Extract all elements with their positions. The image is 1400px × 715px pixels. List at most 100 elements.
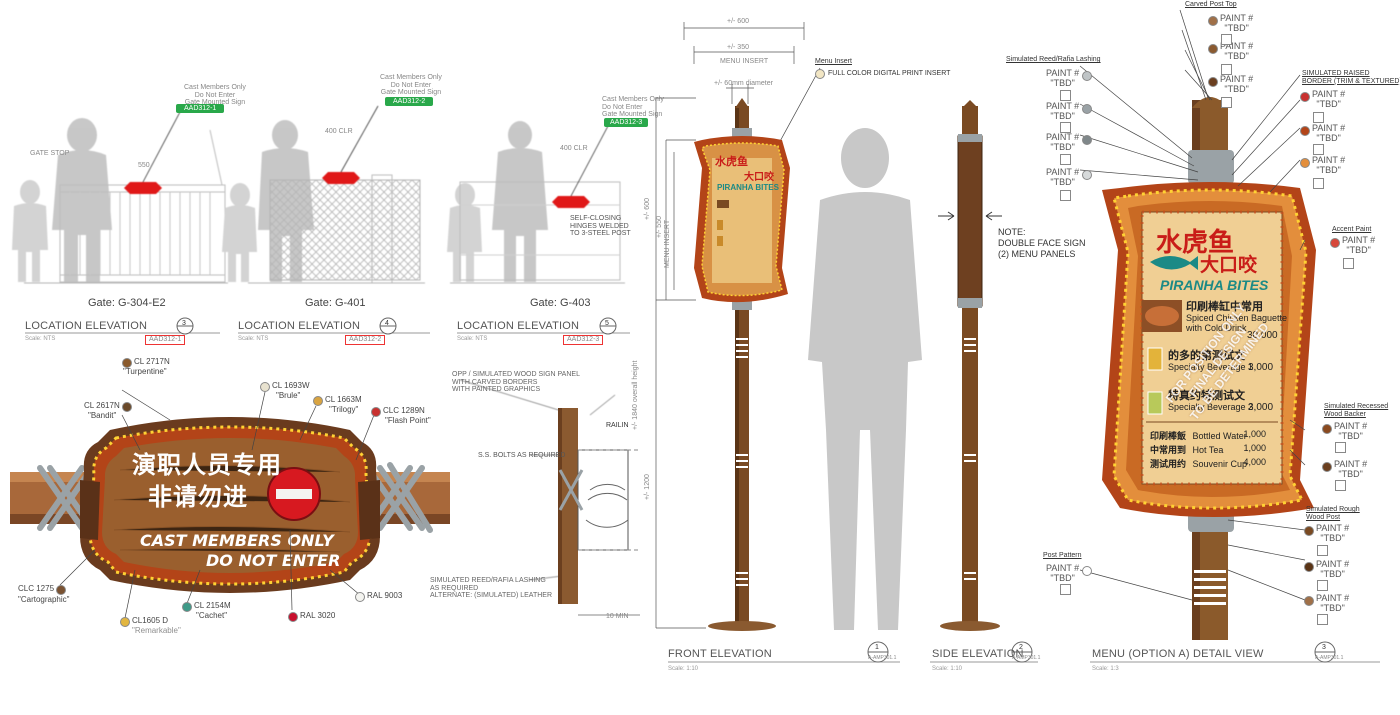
tbd-box-right-3 — [1313, 178, 1324, 189]
view-front-scale: Scale: 1:10 — [668, 666, 699, 672]
dim-top2: +/- 350 — [727, 44, 749, 51]
gate-2-red-sign — [322, 172, 360, 184]
elevation-1-number: 3 — [182, 320, 186, 327]
gate-1-tag-code: AAD312-1 — [176, 104, 225, 113]
sign-english-line1: CAST MEMBERS ONLY — [140, 531, 334, 550]
callout-brule-code: CL 1693W — [272, 381, 310, 390]
label-reed-lashing: Simulated Reed/Rafia Lashing — [1006, 56, 1101, 63]
view-front-sheet: A-AMP301.1 — [868, 655, 897, 661]
menu-insert-label: Menu Insert — [815, 58, 852, 65]
paint-right-1-text: PAINT # — [1312, 89, 1346, 99]
paint-left-2-tbd: "TBD" — [1050, 110, 1075, 121]
tbd-box-left-1 — [1060, 90, 1071, 101]
front-menu-title-en: PIRANHA BITES — [717, 183, 779, 192]
paint-dot-rough-3 — [1304, 596, 1314, 606]
side-section-bolts-label: S.S. BOLTS AS REQUIRED — [478, 452, 566, 459]
callout-bandit-name: "Bandit" — [88, 411, 117, 420]
paint-left-4-label: PAINT #"TBD" — [1046, 167, 1079, 188]
gate-3-caption: Gate: G-403 — [530, 297, 591, 309]
detail-item1-en2: with Cold Drink — [1186, 323, 1247, 333]
detail-item2-price: 3,000 — [1248, 362, 1274, 373]
tbd-box-left-4 — [1060, 190, 1071, 201]
detail-menu-sign — [1079, 9, 1316, 640]
elevation-2-sheet: AAD312-2 — [345, 335, 386, 345]
row-3-en: Souvenir Cup — [1192, 459, 1248, 469]
paint-left-2-label: PAINT #"TBD" — [1046, 101, 1080, 122]
gate-stop-label: GATE STOP — [30, 150, 70, 157]
paint-post-tbd: "TBD" — [1050, 572, 1075, 583]
gate-3-red-sign — [552, 196, 590, 208]
tbd-box-right-2 — [1313, 144, 1324, 155]
label-recessed-wood: Simulated Recessed Wood Backer — [1324, 403, 1389, 418]
side-section-detail — [459, 379, 640, 616]
tbd-box-rough-2 — [1317, 580, 1328, 591]
sign-chinese-line1: 演职人员专用 — [132, 451, 282, 479]
dim-bottom: 10 MIN — [606, 613, 629, 620]
gate-3-tag-code: AAD312-3 — [604, 118, 649, 127]
detail-menu-title-cn2: 大口咬 — [1200, 255, 1258, 276]
paint-recessed-2-label: PAINT #"TBD" — [1334, 459, 1367, 480]
menu-insert-swatch — [815, 69, 825, 79]
row-1-cn: 印刷棒飯 — [1150, 431, 1187, 441]
callout-flash-point-code: CLC 1289N — [383, 406, 425, 415]
callout-flash-point-name: "Flash Point" — [385, 416, 431, 425]
gate-1-drawing — [12, 118, 228, 284]
color-swatch-turpentine — [122, 358, 132, 368]
callout-ral-3020-code: RAL 3020 — [300, 611, 336, 620]
tbd-box-top-1 — [1221, 34, 1232, 45]
elevation-3-number: 5 — [605, 320, 609, 327]
elevation-2-number: 4 — [385, 320, 389, 327]
paint-dot-rough-1 — [1304, 526, 1314, 536]
callout-ral-9003-code: RAL 9003 — [367, 591, 403, 600]
view-detail-title: MENU (OPTION A) DETAIL VIEW — [1092, 648, 1264, 660]
gate-2-caption: Gate: G-401 — [305, 297, 366, 309]
front-menu-title-cn2: 大口咬 — [744, 172, 774, 183]
callout-cartographic-code: CLC 1275 — [18, 584, 55, 593]
callout-bandit-code: CL 2617N — [84, 401, 120, 410]
front-elevation-sign — [694, 98, 790, 631]
row-3-price: 4,000 — [1243, 457, 1266, 467]
row-2-en: Hot Tea — [1192, 445, 1224, 455]
paint-rough-2-text: PAINT # — [1316, 559, 1350, 569]
row-1-price: 1,000 — [1243, 429, 1266, 439]
side-elevation-post — [938, 100, 1002, 631]
dim-v-menu: MENU INSERT — [664, 219, 671, 268]
menu-insert-detail: FULL COLOR DIGITAL PRINT INSERT — [828, 70, 951, 77]
elevation-1-title: LOCATION ELEVATION — [25, 320, 148, 332]
paint-dot-accent — [1330, 238, 1340, 248]
paint-accent-label: PAINT #"TBD" — [1342, 235, 1375, 256]
paint-top-3-text: PAINT # — [1220, 74, 1254, 84]
paint-left-2-text: PAINT # — [1046, 101, 1080, 111]
location-elevation-lines — [25, 317, 630, 335]
paint-dot-right-2 — [1300, 126, 1310, 136]
paint-dot-rough-2 — [1304, 562, 1314, 572]
view-detail-scale: Scale: 1:3 — [1092, 666, 1119, 672]
paint-dot-recessed-2 — [1322, 462, 1332, 472]
paint-rough-1-label: PAINT #"TBD" — [1316, 523, 1350, 544]
paint-dot-top-3 — [1208, 77, 1218, 87]
paint-left-3-label: PAINT #"TBD" — [1046, 132, 1079, 153]
detail-item2-cn: 的多的第测试文 — [1168, 350, 1245, 362]
dim-v1: +/- 600 — [644, 198, 651, 220]
paint-rough-1-text: PAINT # — [1316, 523, 1350, 533]
paint-top-3-tbd: "TBD" — [1224, 83, 1249, 94]
color-swatch-ral-3020 — [288, 612, 298, 622]
paint-dot-post — [1082, 566, 1092, 576]
paint-post-label: PAINT #"TBD" — [1046, 563, 1079, 584]
tbd-box-top-3 — [1221, 97, 1232, 108]
gate-2-tag-code: AAD312-2 — [385, 97, 434, 106]
tbd-box-recessed-1 — [1335, 442, 1346, 453]
paint-top-2-label: PAINT #"TBD" — [1220, 41, 1253, 62]
gate-dim-b: 400 CLR — [325, 128, 353, 135]
dim-top-menu: MENU INSERT — [720, 58, 769, 65]
callout-cartographic-name: "Cartographic" — [18, 595, 70, 604]
dim-v3: +/- 1200 — [644, 474, 651, 500]
callout-cachet-name: "Cachet" — [196, 611, 228, 620]
row-2-cn: 中常用到 — [1150, 445, 1187, 455]
paint-rough-3-label: PAINT #"TBD" — [1316, 593, 1349, 614]
detail-item1-price: 30,000 — [1247, 330, 1278, 341]
detail-item3-en: Specialty Beverage 2 — [1168, 402, 1254, 412]
paint-dot-left-4 — [1082, 170, 1092, 180]
dim-v-overall: +/- 1840 overall height — [632, 360, 639, 430]
tbd-box-right-1 — [1313, 112, 1324, 123]
